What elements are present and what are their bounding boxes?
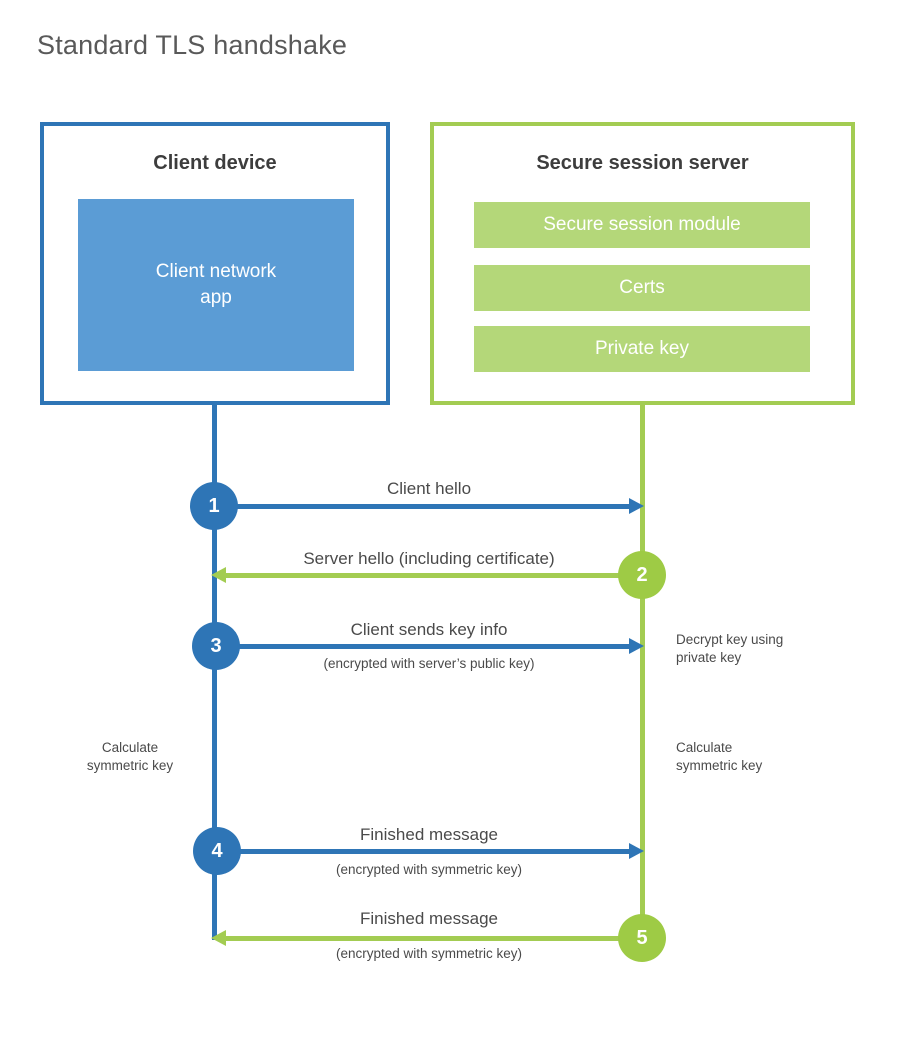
note-decrypt-key: Decrypt key using private key — [676, 632, 784, 665]
step-2-arrow — [225, 573, 642, 578]
step-5-arrow — [225, 936, 642, 941]
note-calculate-symmetric-key-server: Calculate symmetric key — [676, 740, 763, 773]
server-module-certs: Certs — [474, 265, 810, 311]
step-1-badge: 1 — [190, 482, 238, 530]
server-box: Secure session server Secure session mod… — [430, 122, 855, 405]
step-5-sublabel: (encrypted with symmetric key) — [335, 946, 523, 961]
step-3-sublabel: (encrypted with server’s public key) — [323, 656, 535, 671]
step-2-arrowhead-icon — [211, 567, 226, 583]
client-device-title: Client device — [153, 152, 277, 174]
step-5-arrowhead-icon — [211, 930, 226, 946]
step-4-badge: 4 — [193, 827, 241, 875]
step-3-label: Client sends key info — [350, 620, 508, 639]
server-module-private-key: Private key — [474, 326, 810, 372]
step-4-label: Finished message — [360, 825, 498, 844]
step-1-arrowhead-icon — [629, 498, 644, 514]
step-3-badge: 3 — [192, 622, 240, 670]
step-3-arrowhead-icon — [629, 638, 644, 654]
note-calculate-symmetric-key-client: Calculate symmetric key — [86, 740, 174, 773]
step-4-arrow — [214, 849, 631, 854]
client-device-box: Client device Client network app — [40, 122, 390, 405]
page-title: Standard TLS handshake — [37, 30, 348, 60]
step-5-badge: 5 — [618, 914, 666, 962]
step-2-badge: 2 — [618, 551, 666, 599]
server-lifeline — [640, 403, 645, 940]
step-1-label: Client hello — [386, 479, 472, 498]
client-network-app-block: Client network app — [78, 199, 354, 371]
step-4-sublabel: (encrypted with symmetric key) — [335, 862, 523, 877]
step-5-label: Finished message — [360, 909, 498, 928]
client-lifeline — [212, 403, 217, 940]
server-module-secure-session: Secure session module — [474, 202, 810, 248]
step-1-arrow — [214, 504, 631, 509]
step-2-label: Server hello (including certificate) — [303, 549, 555, 568]
step-3-arrow — [214, 644, 631, 649]
step-4-arrowhead-icon — [629, 843, 644, 859]
server-title: Secure session server — [536, 152, 749, 174]
